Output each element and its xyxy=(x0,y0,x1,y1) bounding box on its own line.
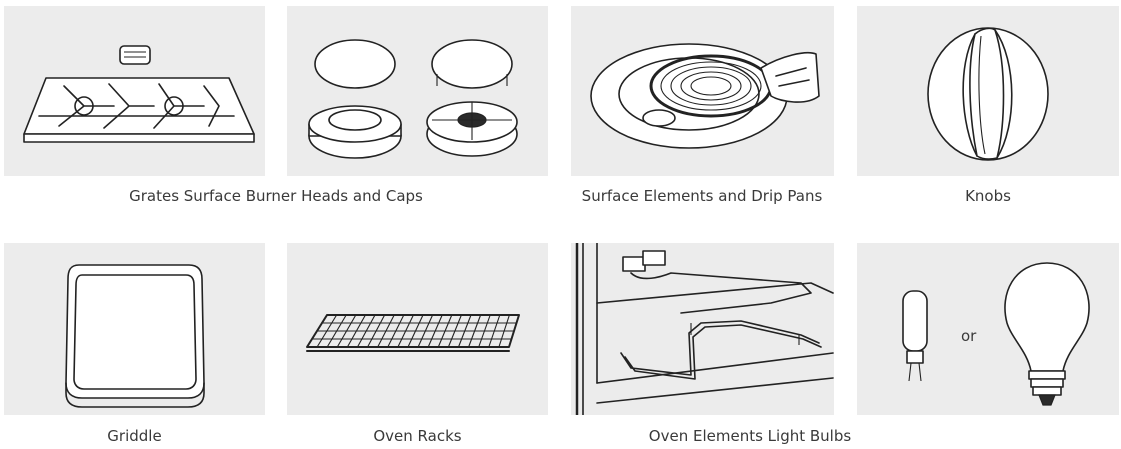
oven-rack-image xyxy=(287,243,548,415)
grates-image xyxy=(4,6,265,176)
burner-heads-caps-image xyxy=(287,6,548,176)
caption-oven-elements-bulbs: Oven Elements Light Bulbs xyxy=(648,427,852,445)
caption-knobs: Knobs xyxy=(965,187,1011,205)
bulbs-separator: or xyxy=(961,327,977,345)
light-bulbs-image: or xyxy=(857,243,1119,415)
griddle-image xyxy=(4,243,265,415)
caption-grates-burners: Grates Surface Burner Heads and Caps xyxy=(129,187,423,205)
surface-elements-image xyxy=(571,6,834,176)
oven-elements-image xyxy=(571,243,834,415)
caption-surface-elements: Surface Elements and Drip Pans xyxy=(581,187,823,205)
caption-oven-racks: Oven Racks xyxy=(373,427,462,445)
caption-griddle: Griddle xyxy=(107,427,162,445)
knob-image xyxy=(857,6,1119,176)
